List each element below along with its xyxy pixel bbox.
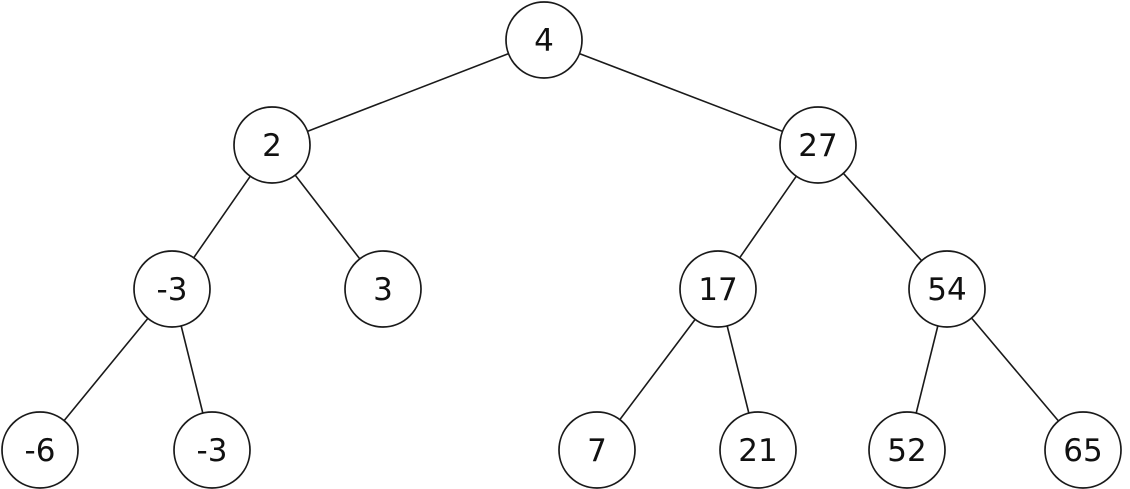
node-circle-n4[interactable] xyxy=(344,250,422,328)
tree-edge-27-to-54 xyxy=(842,172,923,262)
tree-node-n4[interactable]: 3 xyxy=(344,250,422,328)
node-label-n9: 7 xyxy=(587,433,607,469)
node-label-n11: 52 xyxy=(887,433,926,469)
node-circle-n1[interactable] xyxy=(233,106,311,184)
tree-node-n2[interactable]: 27 xyxy=(779,106,857,184)
node-circle-n10[interactable] xyxy=(719,411,797,489)
tree-node-n6[interactable]: 54 xyxy=(908,250,986,328)
node-label-n0: 4 xyxy=(534,23,554,59)
tree-node-n5[interactable]: 17 xyxy=(679,250,757,328)
tree-node-n0[interactable]: 4 xyxy=(505,1,583,79)
node-label-n4: 3 xyxy=(373,272,393,308)
node-label-n5: 17 xyxy=(698,272,737,308)
tree-node-n11[interactable]: 52 xyxy=(868,411,946,489)
tree-edge-4-to-2 xyxy=(306,52,510,133)
tree-node-n7[interactable]: -6 xyxy=(1,411,79,489)
node-label-n6: 54 xyxy=(927,272,966,308)
node-circle-n12[interactable] xyxy=(1044,411,1122,489)
tree-node-n12[interactable]: 65 xyxy=(1044,411,1122,489)
node-circle-n7[interactable] xyxy=(1,411,79,489)
edge-layer xyxy=(63,52,1060,422)
tree-edge-17-to-7 xyxy=(619,318,696,421)
node-label-n10: 21 xyxy=(738,433,777,469)
tree-edge-54-to-52 xyxy=(915,325,939,414)
node-label-n8: -3 xyxy=(197,433,228,469)
tree-edge--3-to--6 xyxy=(63,317,149,422)
tree-edge-4-to-27 xyxy=(578,52,784,133)
node-circle-n0[interactable] xyxy=(505,1,583,79)
node-circle-n6[interactable] xyxy=(908,250,986,328)
node-label-n12: 65 xyxy=(1063,433,1102,469)
tree-node-n10[interactable]: 21 xyxy=(719,411,797,489)
node-circle-n5[interactable] xyxy=(679,250,757,328)
tree-edge-17-to-21 xyxy=(726,325,750,414)
tree-node-n1[interactable]: 2 xyxy=(233,106,311,184)
tree-edge-27-to-17 xyxy=(738,175,798,259)
node-circle-n3[interactable] xyxy=(133,250,211,328)
node-label-n2: 27 xyxy=(798,128,837,164)
node-label-n7: -6 xyxy=(25,433,56,469)
node-circle-n11[interactable] xyxy=(868,411,946,489)
node-label-n3: -3 xyxy=(157,272,188,308)
tree-edge--3-to--3 xyxy=(180,325,204,414)
node-circle-n2[interactable] xyxy=(779,106,857,184)
tree-edge-54-to-65 xyxy=(970,317,1060,422)
node-label-n1: 2 xyxy=(262,128,282,164)
node-circle-n8[interactable] xyxy=(173,411,251,489)
node-circle-n9[interactable] xyxy=(558,411,636,489)
tree-edge-2-to-3 xyxy=(294,174,361,260)
tree-node-n8[interactable]: -3 xyxy=(173,411,251,489)
tree-node-n3[interactable]: -3 xyxy=(133,250,211,328)
tree-edge-2-to--3 xyxy=(192,175,252,259)
tree-node-n9[interactable]: 7 xyxy=(558,411,636,489)
